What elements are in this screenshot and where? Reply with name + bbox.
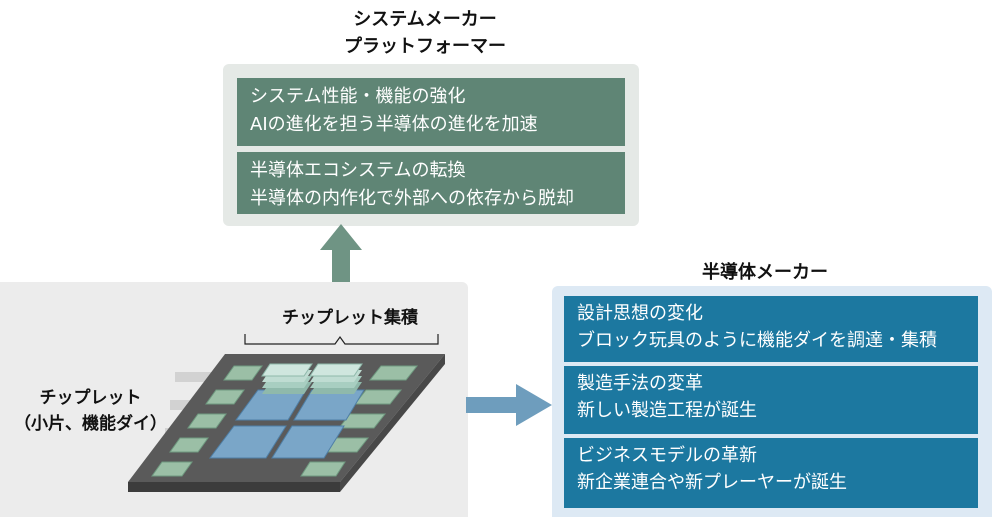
stack-layer bbox=[261, 363, 313, 377]
semiconductor-maker-panel: 設計思想の変化 ブロック玩具のように機能ダイを調達・集積 製造手法の変革 新しい… bbox=[552, 286, 992, 517]
ecosystem-shift-box: 半導体エコシステムの転換 半導体の内作化で外部への依存から脱却 bbox=[237, 152, 625, 214]
chiplet-label-line1: チップレット bbox=[39, 388, 142, 408]
chiplet-die bbox=[151, 461, 193, 477]
chiplet-package-illustration bbox=[128, 334, 445, 492]
central-chiplets bbox=[209, 389, 365, 459]
manufacturing-change-box: 製造手法の変革 新しい製造工程が誕生 bbox=[564, 366, 978, 434]
chiplet-label: チップレット （小片、機能ダイ） bbox=[8, 385, 173, 437]
package-substrate-side bbox=[340, 354, 445, 492]
business-model-title: ビジネスモデルの革新 bbox=[577, 445, 757, 466]
ecosystem-shift-text: 半導体の内作化で外部への依存から脱却 bbox=[250, 188, 574, 209]
system-maker-heading: システムメーカー プラットフォーマー bbox=[250, 6, 600, 60]
system-performance-title: システム性能・機能の強化 bbox=[250, 86, 466, 107]
system-maker-heading-line2: プラットフォーマー bbox=[344, 36, 506, 57]
stacked-chiplets bbox=[261, 363, 363, 394]
chiplet-die bbox=[209, 425, 287, 459]
manufacturing-change-text: 新しい製造工程が誕生 bbox=[577, 400, 757, 421]
manufacturing-change-title: 製造手法の変革 bbox=[577, 373, 703, 394]
up-arrow-shape bbox=[320, 224, 362, 286]
chiplet-die bbox=[187, 413, 227, 429]
system-performance-text: AIの進化を担う半導体の進化を加速 bbox=[250, 114, 538, 135]
chiplet-die bbox=[300, 461, 346, 477]
system-performance-box: システム性能・機能の強化 AIの進化を担う半導体の進化を加速 bbox=[237, 78, 625, 146]
business-model-text: 新企業連合や新プレーヤーが誕生 bbox=[577, 472, 847, 493]
integration-bracket bbox=[244, 334, 439, 345]
chiplet-die bbox=[223, 365, 263, 381]
semiconductor-maker-heading: 半導体メーカー bbox=[702, 262, 828, 283]
design-change-title: 設計思想の変化 bbox=[577, 303, 703, 324]
design-change-text: ブロック玩具のように機能ダイを調達・集積 bbox=[577, 330, 937, 351]
ecosystem-shift-title: 半導体エコシステムの転換 bbox=[250, 160, 466, 181]
system-maker-heading-line1: システムメーカー bbox=[353, 9, 497, 30]
chiplet-label-line2: （小片、機能ダイ） bbox=[14, 414, 167, 434]
package-substrate-edge bbox=[128, 482, 340, 492]
chiplet-integration-label: チップレット集積 bbox=[282, 308, 418, 328]
stack-layer bbox=[309, 363, 363, 377]
business-model-box: ビジネスモデルの革新 新企業連合や新プレーヤーが誕生 bbox=[564, 438, 978, 508]
right-arrow-shape bbox=[466, 384, 552, 426]
design-change-box: 設計思想の変化 ブロック玩具のように機能ダイを調達・集積 bbox=[564, 296, 978, 362]
chiplet-die bbox=[205, 389, 245, 405]
chiplet-die bbox=[368, 365, 419, 381]
chiplet-die bbox=[337, 413, 387, 429]
chiplet-die bbox=[271, 425, 345, 459]
chiplet-die bbox=[169, 437, 209, 453]
system-maker-panel: システム性能・機能の強化 AIの進化を担う半導体の進化を加速 半導体エコシステム… bbox=[223, 64, 639, 226]
up-arrow-icon bbox=[320, 224, 362, 286]
right-arrow-icon bbox=[466, 384, 552, 426]
